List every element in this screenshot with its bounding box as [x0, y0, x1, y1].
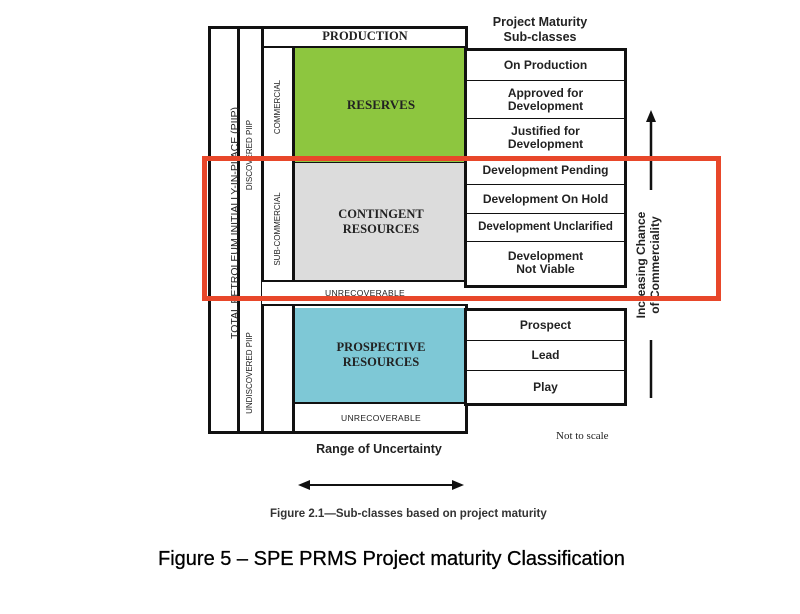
figure-caption: Figure 2.1—Sub-classes based on project …: [270, 508, 547, 520]
subclass-on-production: On Production: [467, 51, 624, 81]
commerciality-arrow: [646, 110, 656, 398]
sub-classes-frame: [464, 48, 627, 288]
main-caption: Figure 5 – SPE PRMS Project maturity Cla…: [158, 548, 625, 570]
commerciality-label: Increasing Chance of Commerciality: [634, 211, 662, 319]
subclass-justified: Justified for Development: [467, 119, 624, 157]
range-arrow: [298, 480, 464, 490]
subclass-lead: Lead: [467, 341, 624, 371]
undiscovered-piip-label: UNDISCOVERED PIIP: [245, 332, 254, 414]
commercial-label: COMMERCIAL: [273, 79, 282, 135]
subclass-play: Play: [533, 379, 558, 394]
subclass-development-on-hold: Development On Hold: [467, 185, 624, 214]
reserves-block: RESERVES: [295, 48, 467, 162]
range-of-uncertainty-label: Range of Uncertainty: [316, 442, 442, 456]
not-to-scale-note: Not to scale: [556, 430, 609, 442]
divider-line: [261, 26, 264, 434]
discovered-piip-label: DISCOVERED PIIP: [245, 119, 254, 191]
subclass-approved: Approved for Development: [467, 81, 624, 119]
divider-line: [237, 26, 240, 434]
prospective-resources-block: PROSPECTIVE RESOURCES: [295, 308, 467, 402]
sub-classes-frame-lower: [464, 308, 627, 406]
sub-commercial-label: SUB-COMMERCIAL: [273, 192, 282, 266]
contingent-resources-block: CONTINGENT RESOURCES: [295, 162, 467, 280]
subclass-development-unclarified: Development Unclarified: [467, 214, 624, 242]
total-piip-label: TOTAL PETROLEUM INITIALLY-IN-PLACE (PIIP…: [229, 106, 241, 340]
subclass-development-pending: Development Pending: [467, 157, 624, 185]
production-header: PRODUCTION: [262, 26, 468, 48]
unrecoverable-middle: UNRECOVERABLE: [262, 280, 468, 306]
sub-classes-title: Project Maturity Sub-classes: [492, 15, 588, 44]
subclass-prospect: Prospect: [467, 311, 624, 341]
unrecoverable-bottom: UNRECOVERABLE: [295, 402, 467, 432]
subclass-development-not-viable: Development Not Viable: [507, 249, 584, 276]
divider-line: [292, 48, 295, 434]
